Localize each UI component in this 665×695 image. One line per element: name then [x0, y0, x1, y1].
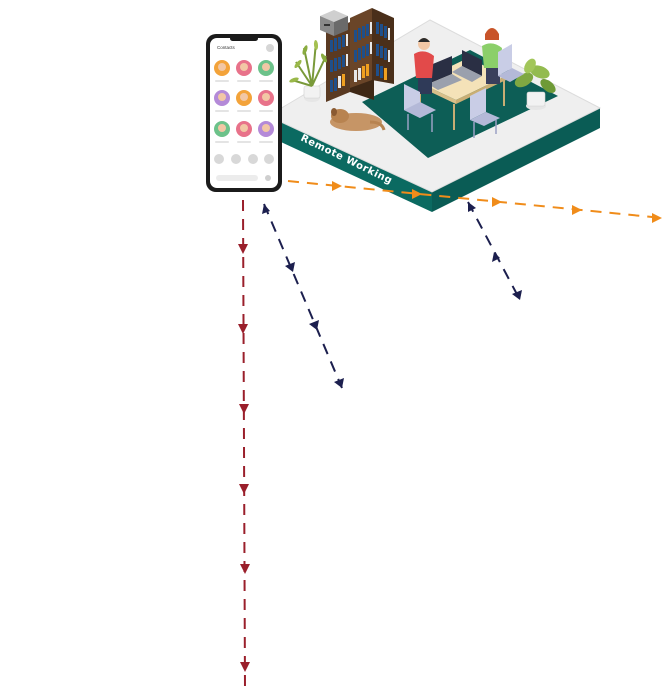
phone-icon: Contacts — [206, 34, 282, 192]
platform-side-left — [268, 116, 432, 212]
flow-arrow-navy-left — [262, 203, 344, 389]
arrowhead-icon — [512, 290, 522, 300]
arrowhead-icon — [240, 564, 250, 574]
arrowhead-icon — [334, 378, 344, 388]
printer-icon — [320, 10, 348, 36]
arrowhead-icon — [238, 324, 248, 334]
chair-icon — [470, 88, 500, 138]
arrowhead-icon — [572, 205, 582, 215]
plant-icon — [514, 58, 556, 110]
contact-avatar-icon — [258, 90, 274, 112]
arrowhead-icon — [492, 197, 502, 207]
laptop-icon — [452, 50, 482, 82]
chair-icon — [404, 84, 436, 132]
arrowhead-icon — [412, 189, 422, 199]
phone-search-bar — [216, 175, 258, 181]
phone-title: Contacts — [217, 45, 236, 50]
arrowhead-icon — [309, 320, 319, 330]
contact-grid — [214, 60, 274, 164]
arrowhead-icon — [240, 662, 250, 672]
bookshelf-icon — [326, 8, 394, 102]
arrowhead-icon — [492, 252, 500, 262]
flow-arrow-orange — [287, 180, 663, 223]
profile-avatar — [266, 44, 274, 52]
contact-avatar-icon — [236, 90, 252, 112]
arrowhead-icon — [468, 202, 476, 212]
phone-action-icon — [265, 175, 271, 181]
contact-avatar-icon — [258, 60, 274, 82]
contact-avatar-icon — [258, 121, 274, 143]
chair-icon — [498, 44, 524, 82]
person-icon — [414, 38, 434, 94]
contact-avatar-icon — [236, 60, 252, 82]
arrowhead-icon — [238, 244, 248, 254]
arrowhead-icon — [239, 404, 249, 414]
arrowhead-icon — [332, 181, 342, 191]
contact-avatar-icon — [214, 60, 230, 82]
arrowhead-icon — [652, 213, 662, 223]
arrowhead-icon — [285, 262, 295, 272]
arrowhead-icon — [239, 484, 249, 494]
plant-icon — [289, 40, 328, 102]
contact-avatar-icon — [214, 121, 230, 143]
arrowhead-icon — [262, 204, 270, 214]
flow-arrow-navy-right — [467, 201, 522, 301]
contact-avatar-icon — [214, 154, 274, 164]
laptop-icon — [428, 56, 462, 90]
flow-arrow-red — [238, 199, 250, 691]
contact-avatar-icon — [214, 90, 230, 112]
person-icon — [482, 28, 502, 84]
platform-side-right — [432, 108, 600, 212]
contact-avatar-icon — [236, 121, 252, 143]
dog-icon — [330, 108, 386, 131]
